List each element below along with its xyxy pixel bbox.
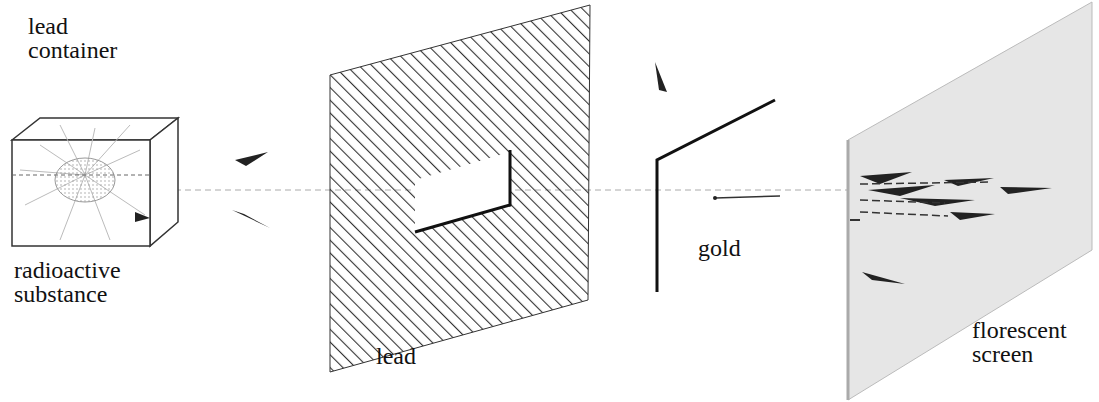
part-label: florescent screen <box>972 318 1094 366</box>
part-label: lead container <box>28 14 138 62</box>
part-label: radioactive substance <box>14 258 149 306</box>
part-label: gold <box>698 236 778 260</box>
part-label: lead <box>376 344 456 368</box>
